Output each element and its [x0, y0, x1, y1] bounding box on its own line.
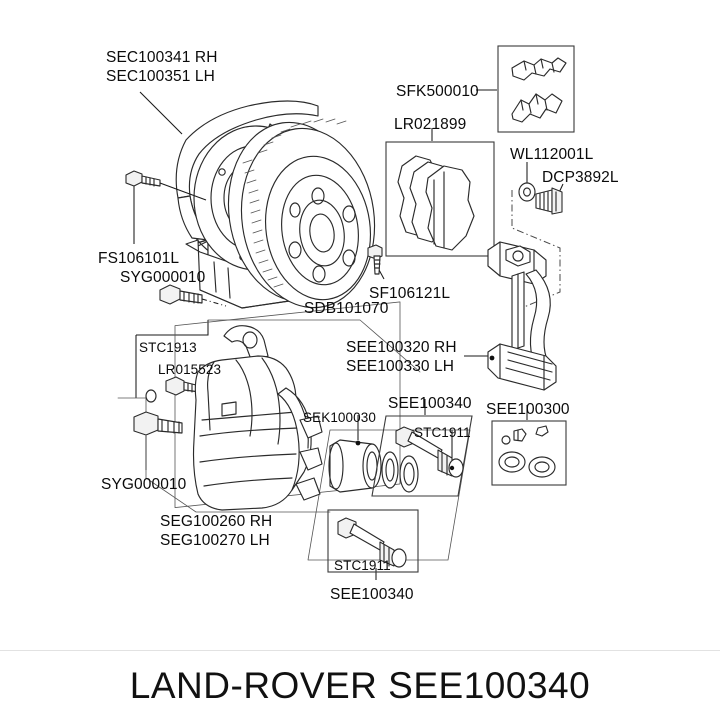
- caliper-mounting-bolt-part: [133, 411, 183, 436]
- part-label-line: LR021899: [394, 116, 467, 133]
- part-label-line: STC1911: [414, 425, 471, 440]
- part-label-line: FS106101L: [98, 250, 180, 267]
- part-label-line: LR015523: [158, 362, 222, 377]
- part-label-carrier-bracket: SEE100320 RH SEE100330 LH: [346, 338, 457, 376]
- part-label-line: SEG100270 LH: [160, 532, 270, 549]
- clip-lower: [511, 93, 563, 123]
- brake-disc-rotor-part: [227, 118, 376, 309]
- footer-brand-partnumber: LAND-ROVER SEE100340: [129, 664, 591, 706]
- part-label-line: STC1911: [334, 558, 391, 573]
- caliper-body-part: [192, 325, 323, 511]
- part-label-pad-fitting-kit: SFK500010: [396, 82, 479, 101]
- part-label-shield-bolt: FS106101L: [98, 249, 179, 268]
- piston-kit-part: [328, 439, 419, 493]
- part-label-piston-kit: SEK100030: [303, 410, 376, 426]
- part-label-line: SEC100341 RH: [106, 49, 218, 66]
- part-label-guide-bolt: DCP3892L: [542, 168, 619, 187]
- part-label-line: SF106121L: [369, 285, 451, 302]
- brake-pad-set-box: [385, 141, 495, 257]
- part-label-line: SYG000010: [120, 269, 206, 286]
- shield-bolt-part: [125, 170, 207, 201]
- pad-fitting-kit-box: [497, 45, 575, 133]
- part-label-disc-screw: SF106121L: [369, 284, 450, 303]
- part-label-slide-pin-upper: STC1911: [414, 425, 471, 441]
- part-label-washer: WL112001L: [510, 145, 593, 164]
- part-label-slide-pin-lower: STC1911: [334, 558, 391, 574]
- slide-pin-kit-box-upper: [371, 415, 473, 497]
- footer-bar: LAND-ROVER SEE100340: [0, 650, 720, 720]
- part-label-bleed-screw: STC1913: [139, 340, 197, 356]
- caliper-carrier-bracket-part: [487, 241, 557, 391]
- washer-part: [518, 182, 536, 202]
- part-label-line: SDB101070: [304, 300, 389, 317]
- part-label-hub-bolt: SYG000010: [120, 268, 205, 287]
- part-label-line: DCP3892L: [542, 169, 619, 186]
- part-label-brake-pads: LR021899: [394, 115, 466, 134]
- part-label-line: WL112001L: [510, 146, 594, 163]
- hub-bolt-part-upper: [159, 284, 227, 307]
- part-label-line: SEE100300: [486, 401, 570, 418]
- part-label-line: SEE100340: [330, 586, 414, 603]
- part-label-line: STC1913: [139, 340, 197, 355]
- section-frames: [117, 301, 471, 561]
- part-label-bleed-nipple: LR015523: [158, 362, 221, 378]
- disc-retaining-screw-part: [367, 244, 383, 275]
- part-label-line: SEE100320 RH: [346, 339, 457, 356]
- slide-pin-kit-box-lower: [327, 509, 419, 573]
- part-label-line: SFK500010: [396, 83, 479, 100]
- part-label-line: SEK100030: [303, 410, 376, 425]
- part-label-caliper-body: SEG100260 RH SEG100270 LH: [160, 512, 272, 550]
- part-label-line: SEC100351 LH: [106, 68, 215, 85]
- part-label-disc: SDB101070: [304, 299, 389, 318]
- part-label-seal-kit: SEE100300: [486, 400, 570, 419]
- part-label-line: SEE100340: [388, 395, 472, 412]
- part-label-line: SYG000010: [101, 476, 187, 493]
- part-label-caliper-bolt: SYG000010: [101, 475, 186, 494]
- guide-pin-bolt-part: [535, 187, 563, 215]
- part-label-slide-pin-kit-lower: SEE100340: [330, 585, 414, 604]
- part-label-slide-pin-kit-upper: SEE100340: [388, 394, 472, 413]
- clip-upper: [511, 57, 567, 81]
- part-label-line: SEG100260 RH: [160, 513, 273, 530]
- part-label-shield: SEC100341 RH SEC100351 LH: [106, 48, 218, 86]
- part-label-line: SEE100330 LH: [346, 358, 455, 375]
- caliper-seal-kit-box: [491, 420, 567, 486]
